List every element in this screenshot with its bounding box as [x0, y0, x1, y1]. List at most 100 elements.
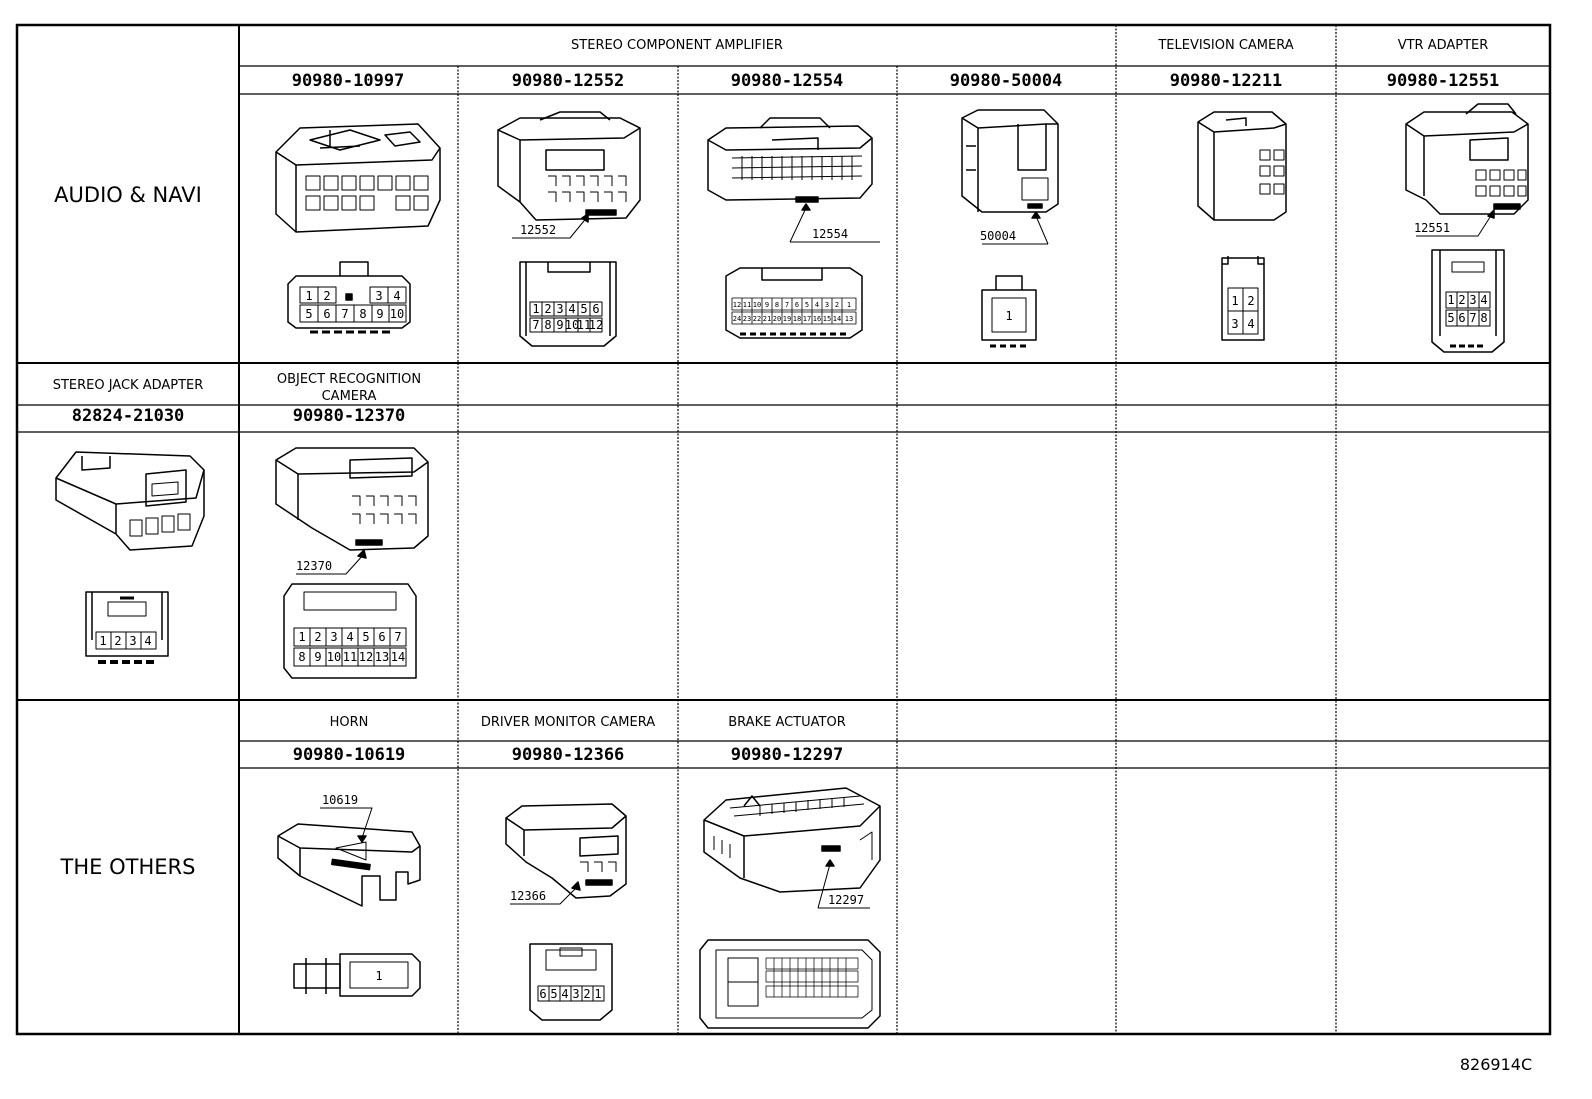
pin-label: 10: [390, 307, 404, 321]
connector-12370-pinout: [283, 583, 417, 679]
pin-label: 2: [314, 630, 321, 644]
pin-label: 10: [753, 301, 761, 309]
pin-label: 1: [1231, 294, 1238, 308]
pin-label: 9: [314, 650, 321, 664]
connector-12211-illustration: [1197, 111, 1287, 221]
pin-label: 2: [323, 289, 330, 303]
pin-label: 22: [753, 315, 761, 323]
callout-label: 10619: [322, 793, 358, 807]
pin-label: 2: [1247, 294, 1254, 308]
pin-label: 6: [1458, 311, 1465, 325]
pin-label: 6: [378, 630, 385, 644]
group-television-camera: TELEVISION CAMERA: [1157, 38, 1293, 53]
pin-label: 5: [805, 301, 809, 309]
pin-label: 3: [1231, 317, 1238, 331]
callout-label: 12366: [510, 889, 546, 903]
pin-label: 23: [743, 315, 751, 323]
pin-label: 8: [544, 318, 551, 332]
pin-label: 1: [532, 302, 539, 316]
connector-10619-pinout: [293, 953, 421, 997]
pin-label: 9: [765, 301, 769, 309]
pin-label: 3: [375, 289, 382, 303]
connector-12370-illustration: 12370: [275, 447, 429, 575]
pin-label: 9: [556, 318, 563, 332]
pin-label: 5: [362, 630, 369, 644]
callout-label: 12551: [1414, 221, 1450, 235]
group-stereo-component-amplifier: STEREO COMPONENT AMPLIFIER: [571, 38, 783, 53]
connector-12552-pinout: [519, 261, 617, 347]
pin-label: 8: [359, 307, 366, 321]
connector-12297-pinout: [699, 939, 881, 1029]
connector-12552-illustration: 12552: [497, 111, 641, 239]
pin-label: 4: [561, 987, 568, 1001]
connector-12211-pinout: [1221, 256, 1265, 341]
pin-label: 4: [1480, 293, 1487, 307]
part-number: 90980-12366: [512, 745, 625, 765]
pin-label: 11: [343, 650, 357, 664]
pin-label: 5: [1447, 311, 1454, 325]
pin-label: 3: [825, 301, 829, 309]
pin-label: 9: [376, 307, 383, 321]
pin-label: 7: [341, 307, 348, 321]
part-number: 90980-10619: [293, 745, 406, 765]
part-number: 82824-21030: [72, 406, 185, 426]
pin-label: 1: [1447, 293, 1454, 307]
pin-numbers: 1 2 3 4 5 6 7 8 9 10 1 2 3 4 5 6 7 8 9 1…: [99, 289, 1487, 1001]
pin-label: 1: [594, 987, 601, 1001]
pin-label: 10: [565, 318, 579, 332]
group-stereo-jack-adapter: STEREO JACK ADAPTER: [53, 378, 204, 393]
connector-12554-pinout: [725, 267, 863, 339]
pin-label: 2: [583, 987, 590, 1001]
pin-label: 24: [733, 315, 741, 323]
pin-label: 1: [1005, 309, 1012, 323]
group-brake-actuator: BRAKE ACTUATOR: [728, 715, 845, 730]
pin-label: 14: [391, 650, 405, 664]
part-number: 90980-12370: [293, 406, 406, 426]
pin-label: 13: [845, 315, 853, 323]
part-number: 90980-12554: [731, 71, 844, 91]
connector-10997-illustration: [275, 123, 441, 233]
connector-10619-illustration: 10619: [277, 793, 421, 907]
pin-label: 6: [592, 302, 599, 316]
pin-label: 11: [743, 301, 751, 309]
pin-label: 4: [568, 302, 575, 316]
category-audio-navi: AUDIO & NAVI: [54, 183, 202, 207]
pin-label: 5: [550, 987, 557, 1001]
pin-label: 13: [375, 650, 389, 664]
pin-label: 6: [539, 987, 546, 1001]
pin-label: 3: [1469, 293, 1476, 307]
pin-label: 2: [544, 302, 551, 316]
pin-label: 17: [803, 315, 811, 323]
pin-label: 1: [298, 630, 305, 644]
callout-label: 12370: [296, 559, 332, 573]
pin-label: 8: [1480, 311, 1487, 325]
part-number: 90980-12211: [1170, 71, 1283, 91]
connector-50004-illustration: 50004: [961, 109, 1059, 245]
pin-label: 3: [572, 987, 579, 1001]
part-number: 90980-10997: [292, 71, 405, 91]
pin-label: 5: [580, 302, 587, 316]
pin-label: 7: [1469, 311, 1476, 325]
pin-label: 4: [815, 301, 819, 309]
pin-label: 7: [394, 630, 401, 644]
connector-21030-pinout: [85, 591, 169, 664]
pin-label: 4: [1247, 317, 1254, 331]
callout-label: 12552: [520, 223, 556, 237]
connector-50004-pinout: [981, 275, 1037, 348]
pin-label: 1: [847, 301, 851, 309]
pin-label: 6: [795, 301, 799, 309]
category-the-others: THE OTHERS: [60, 855, 196, 879]
connector-21030-illustration: [55, 451, 205, 551]
pin-label: 19: [783, 315, 791, 323]
part-number: 90980-50004: [950, 71, 1063, 91]
pin-label: 8: [775, 301, 779, 309]
group-driver-monitor-camera: DRIVER MONITOR CAMERA: [481, 715, 655, 730]
part-number: 90980-12552: [512, 71, 625, 91]
pin-label: 4: [393, 289, 400, 303]
connector-10997-pinout: [287, 261, 411, 334]
pin-label: 3: [330, 630, 337, 644]
pin-label: 7: [532, 318, 539, 332]
callout-label: 12297: [828, 893, 864, 907]
